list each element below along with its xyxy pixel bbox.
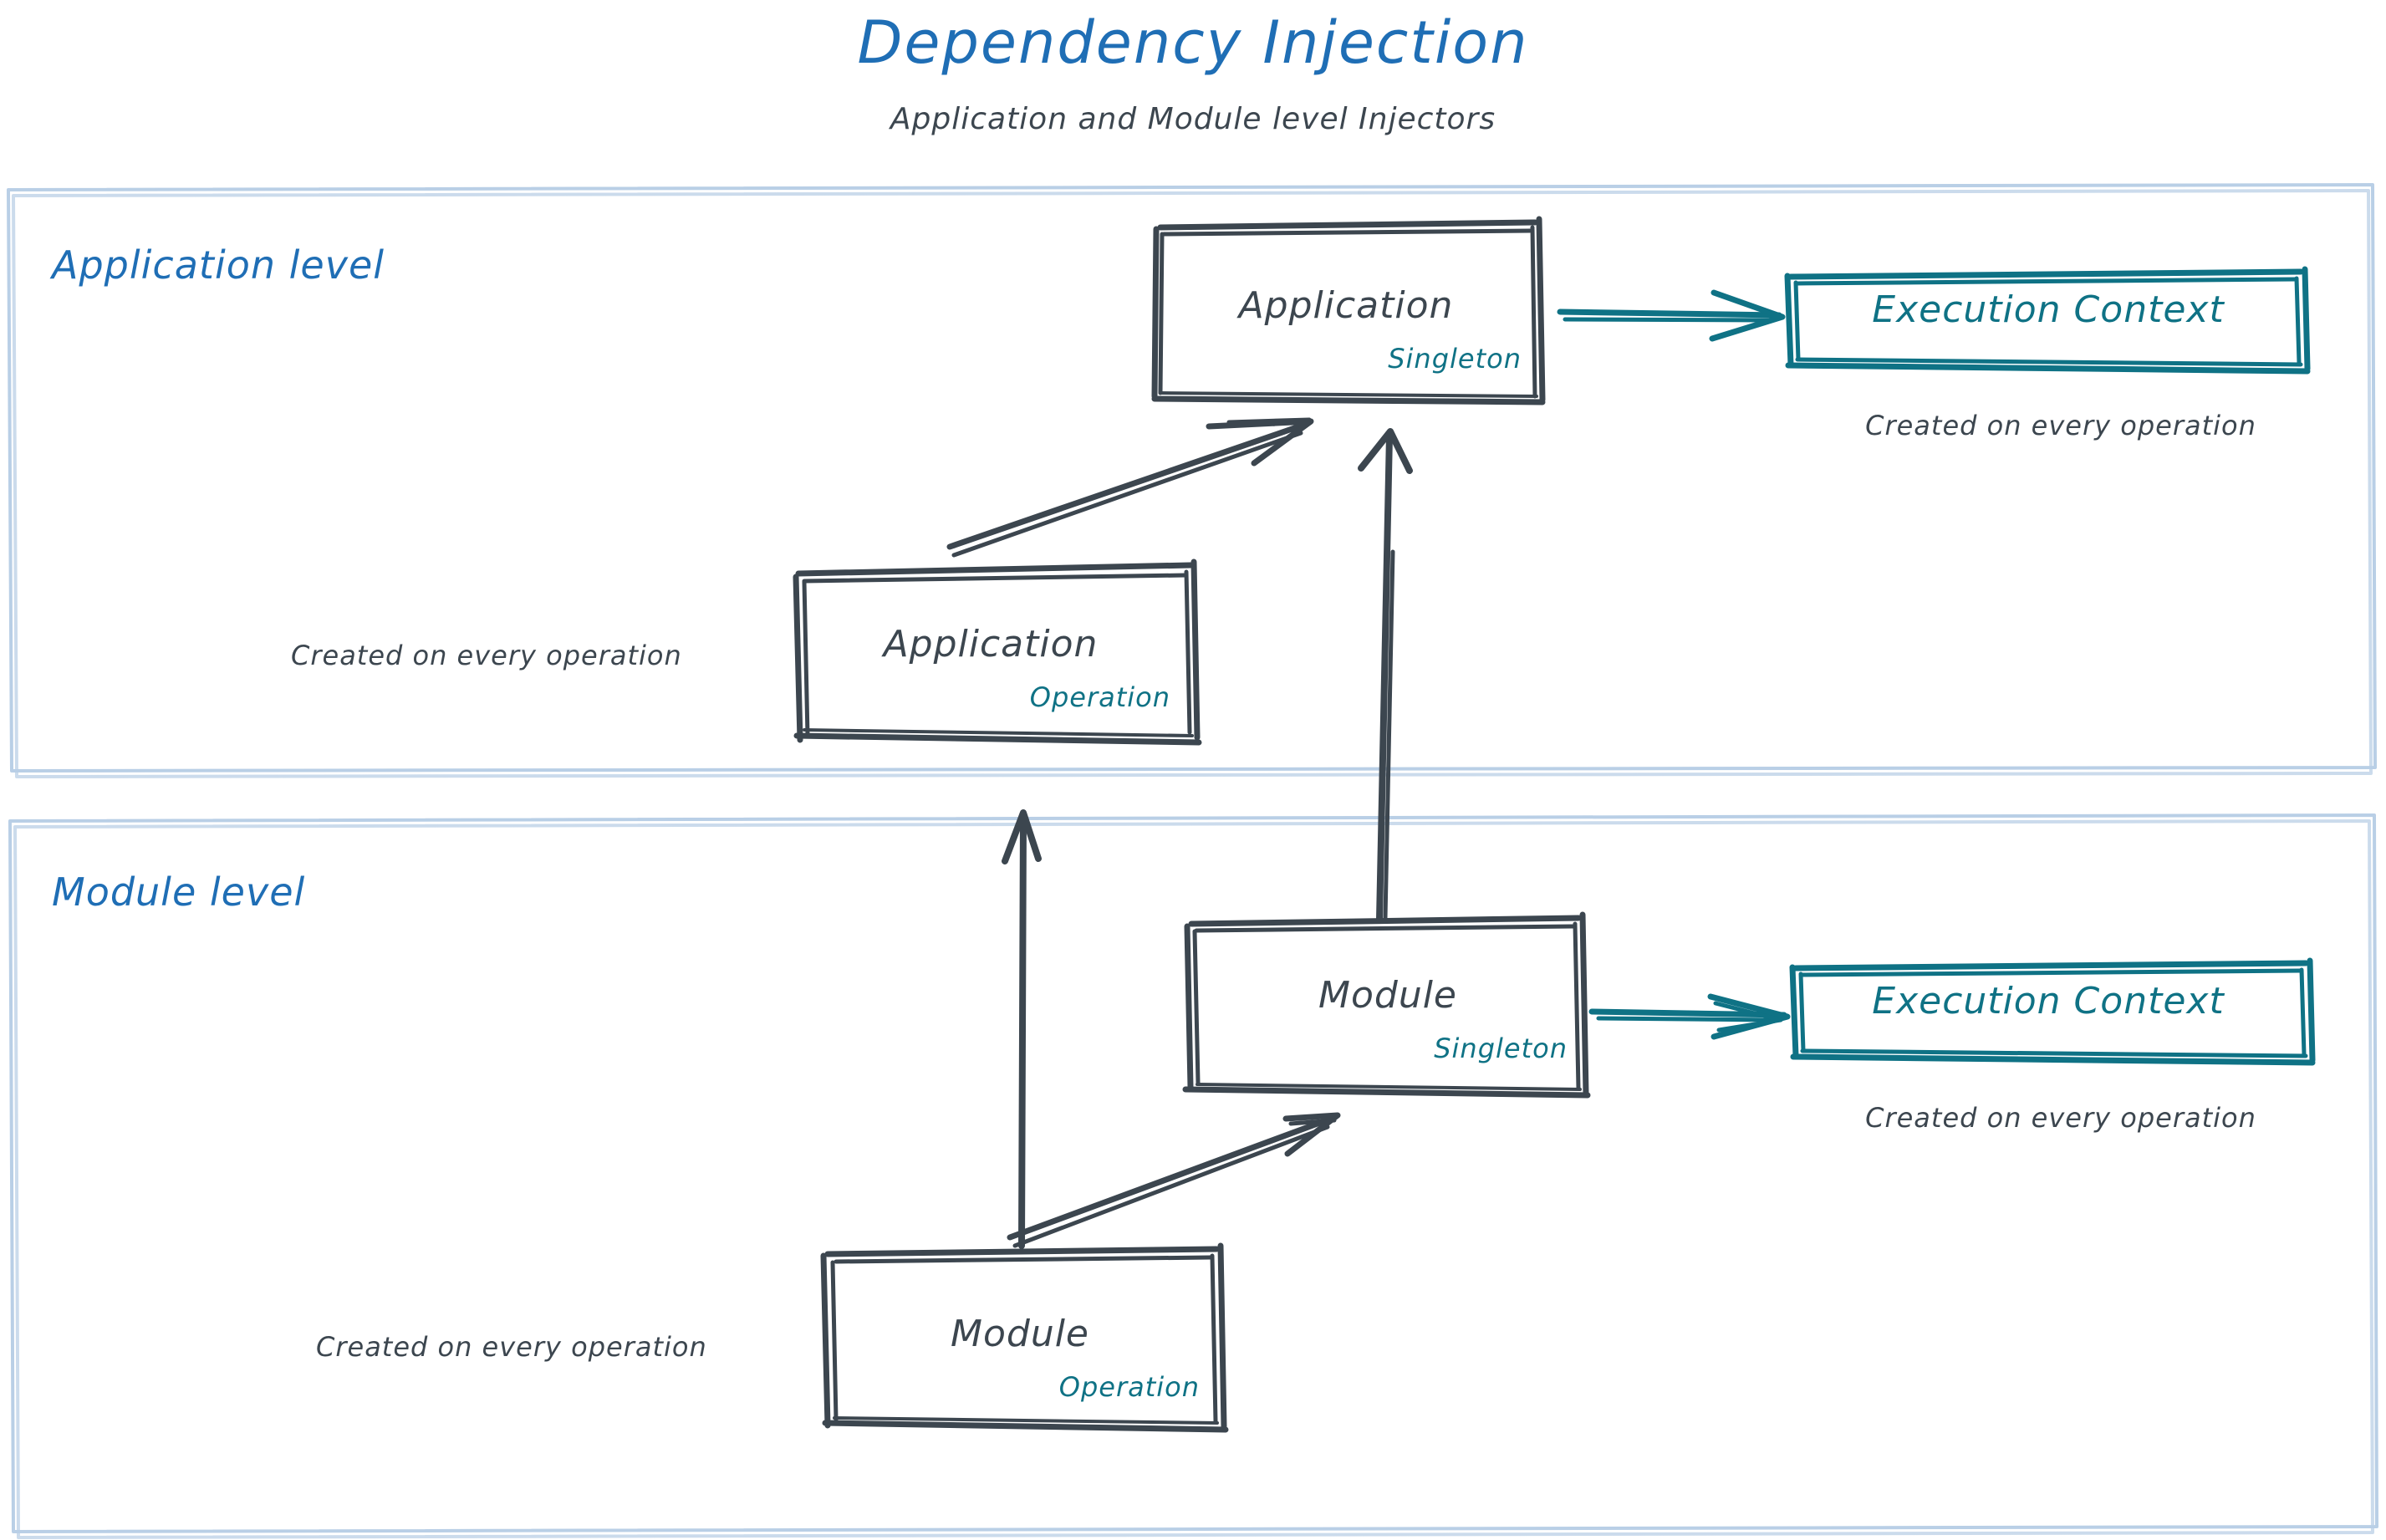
edge-app-singleton-to-execution-context [1557,289,1786,342]
module-operation-box[interactable] [820,1242,1229,1433]
module-singleton-title: Module [1318,974,1457,1017]
edge-module-singleton-to-execution-context [1588,993,1791,1040]
application-level-container [7,183,2377,778]
module-level-container [8,813,2378,1539]
page-subtitle: Application and Module level Injectors [890,102,1496,136]
edge-module-operation-to-app-operation [1002,809,1042,1249]
edge-module-operation-to-module-singleton [1007,1112,1341,1248]
module-operation-scope: Operation [1058,1371,1200,1403]
edge-app-operation-to-app-singleton [946,417,1314,558]
execution-context-module-caption: Created on every operation [1865,1102,2256,1134]
module-operation-title: Module [951,1313,1089,1355]
execution-context-application-caption: Created on every operation [1865,410,2256,441]
application-operation-title: Application [883,623,1099,665]
application-singleton-title: Application [1238,284,1454,327]
application-singleton-box[interactable] [1151,216,1546,405]
edge-module-singleton-to-app-singleton [1358,428,1413,923]
execution-context-application-box[interactable] [1784,266,2311,375]
module-singleton-box[interactable] [1182,911,1591,1099]
application-operation-scope: Operation [1029,681,1170,713]
application-operation-box[interactable] [793,558,1202,746]
application-singleton-scope: Singleton [1388,343,1522,375]
page-title: Dependency Injection [857,8,1529,77]
execution-context-application-title: Execution Context [1872,288,2225,331]
application-level-label: Application level [52,242,385,288]
module-operation-caption: Created on every operation [316,1331,707,1363]
execution-context-module-box[interactable] [1789,957,2316,1066]
module-level-label: Module level [52,869,306,915]
execution-context-module-title: Execution Context [1872,980,2225,1022]
application-operation-caption: Created on every operation [291,640,682,671]
module-singleton-scope: Singleton [1434,1033,1568,1064]
